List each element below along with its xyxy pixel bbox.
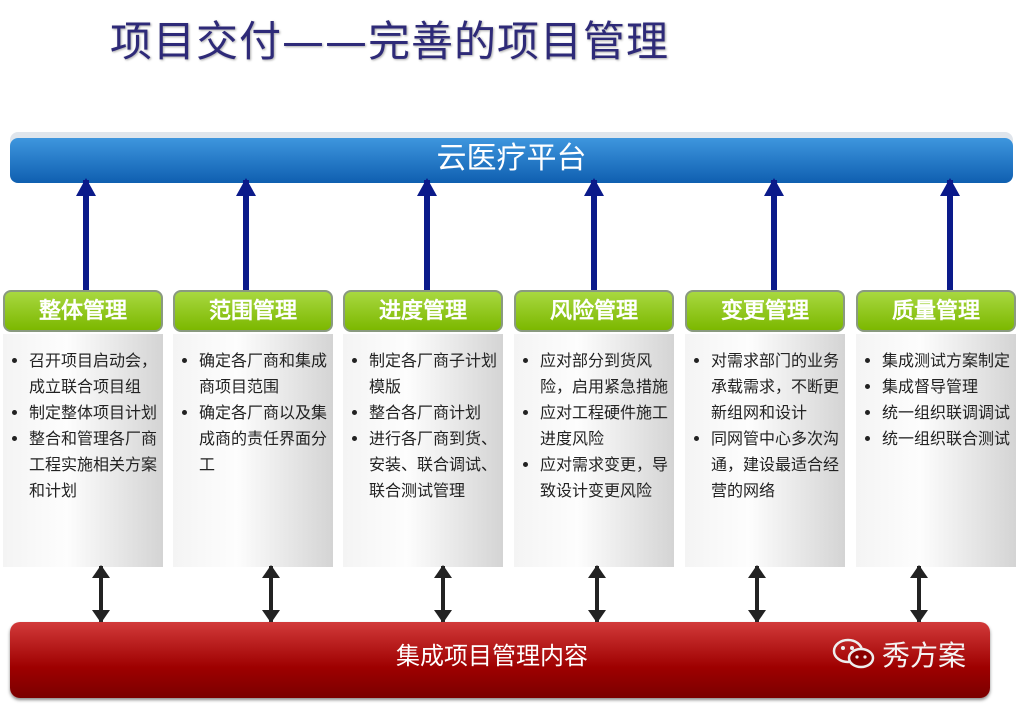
- wechat-icon: [832, 638, 875, 669]
- up-arrow-icon: [940, 178, 960, 290]
- double-arrow-icon: [910, 565, 928, 623]
- up-arrow-icon: [417, 178, 437, 290]
- up-arrow-icon: [236, 178, 256, 290]
- cloud-platform-bar: 云医疗平台: [10, 138, 1013, 183]
- bullet-item: 确定各厂商以及集成商的责任界面分工: [199, 400, 333, 478]
- column-body: 召开项目启动会，成立联合项目组制定整体项目计划整合和管理各厂商工程实施相关方案和…: [3, 334, 163, 567]
- bullet-item: 同网管中心多次沟通，建设最适合经营的网络: [711, 426, 845, 504]
- management-column: 进度管理制定各厂商子计划模版整合各厂商计划进行各厂商到货、安装、联合调试、联合测…: [343, 290, 503, 567]
- up-arrow-icon: [764, 178, 784, 290]
- up-arrow-icon: [76, 178, 96, 290]
- slide-title: 项目交付——完善的项目管理: [110, 17, 670, 66]
- integration-management-label: 集成项目管理内容: [396, 642, 588, 670]
- column-body: 集成测试方案制定集成督导管理统一组织联调调试统一组织联合测试: [856, 334, 1016, 567]
- watermark-text: 秀方案: [882, 639, 967, 672]
- double-arrow-icon: [92, 565, 110, 623]
- watermark: 秀方案: [832, 634, 966, 674]
- column-header: 变更管理: [685, 290, 845, 332]
- column-header: 整体管理: [3, 290, 163, 332]
- management-column: 风险管理应对部分到货风险，启用紧急措施应对工程硬件施工进度风险应对需求变更，导致…: [514, 290, 674, 567]
- double-arrow-icon: [262, 565, 280, 623]
- column-header: 进度管理: [343, 290, 503, 332]
- column-header: 范围管理: [173, 290, 333, 332]
- management-column: 变更管理对需求部门的业务承载需求，不断更新组网和设计同网管中心多次沟通，建设最适…: [685, 290, 845, 567]
- bullet-item: 整合各厂商计划: [369, 400, 503, 426]
- bullet-item: 整合和管理各厂商工程实施相关方案和计划: [29, 426, 163, 504]
- bullet-item: 统一组织联合测试: [882, 426, 1016, 452]
- column-header: 风险管理: [514, 290, 674, 332]
- integration-management-bar: 集成项目管理内容: [10, 622, 990, 698]
- column-body: 制定各厂商子计划模版整合各厂商计划进行各厂商到货、安装、联合调试、联合测试管理: [343, 334, 503, 567]
- up-arrow-icon: [584, 178, 604, 290]
- bullet-item: 集成督导管理: [882, 374, 1016, 400]
- bullet-item: 制定整体项目计划: [29, 400, 163, 426]
- bullet-item: 集成测试方案制定: [882, 348, 1016, 374]
- double-arrow-icon: [748, 565, 766, 623]
- bullet-item: 应对需求变更，导致设计变更风险: [540, 452, 674, 504]
- bullet-item: 对需求部门的业务承载需求，不断更新组网和设计: [711, 348, 845, 426]
- column-body: 对需求部门的业务承载需求，不断更新组网和设计同网管中心多次沟通，建设最适合经营的…: [685, 334, 845, 567]
- column-header: 质量管理: [856, 290, 1016, 332]
- column-body: 应对部分到货风险，启用紧急措施应对工程硬件施工进度风险应对需求变更，导致设计变更…: [514, 334, 674, 567]
- column-body: 确定各厂商和集成商项目范围确定各厂商以及集成商的责任界面分工: [173, 334, 333, 567]
- bullet-item: 应对工程硬件施工进度风险: [540, 400, 674, 452]
- bullet-item: 确定各厂商和集成商项目范围: [199, 348, 333, 400]
- double-arrow-icon: [434, 565, 452, 623]
- double-arrow-icon: [588, 565, 606, 623]
- bullet-item: 进行各厂商到货、安装、联合调试、联合测试管理: [369, 426, 503, 504]
- management-column: 整体管理召开项目启动会，成立联合项目组制定整体项目计划整合和管理各厂商工程实施相…: [3, 290, 163, 567]
- bullet-item: 召开项目启动会，成立联合项目组: [29, 348, 163, 400]
- bullet-item: 制定各厂商子计划模版: [369, 348, 503, 400]
- management-column: 范围管理确定各厂商和集成商项目范围确定各厂商以及集成商的责任界面分工: [173, 290, 333, 567]
- management-column: 质量管理集成测试方案制定集成督导管理统一组织联调调试统一组织联合测试: [856, 290, 1016, 567]
- bullet-item: 应对部分到货风险，启用紧急措施: [540, 348, 674, 400]
- bullet-item: 统一组织联调调试: [882, 400, 1016, 426]
